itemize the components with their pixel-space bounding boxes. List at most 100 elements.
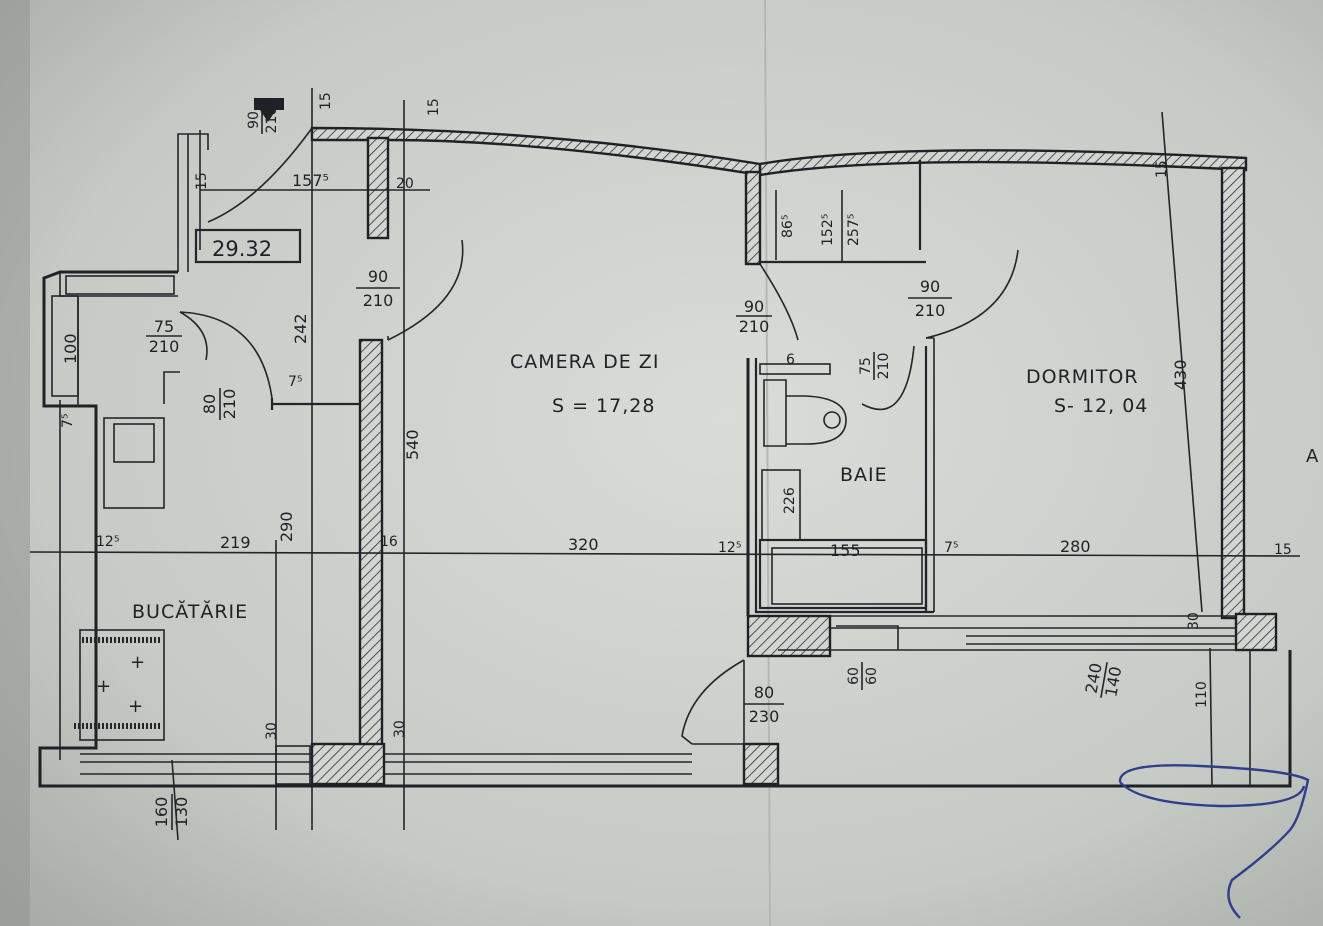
bath-left-door-swing (759, 263, 799, 341)
door-kitchen-label: 75 210 (146, 317, 182, 356)
dim-label: 7⁵ (944, 540, 959, 556)
dim-label: 290 (277, 511, 296, 542)
dim-label: 320 (568, 535, 599, 554)
window-small-width: 60 (846, 667, 862, 685)
door-entry-height: 210 (264, 107, 280, 134)
pen-scribble (1118, 764, 1310, 919)
burner-icon: + (128, 696, 143, 717)
window-small-height: 60 (864, 667, 880, 685)
kitchen-sink-basin (113, 423, 155, 463)
bedroom-name: DORMITOR (1026, 366, 1139, 388)
wall-right (1220, 166, 1246, 620)
door-bath-top-height: 210 (915, 301, 946, 320)
kitchen-name: BUCĂTĂRIE (132, 599, 248, 623)
dim-label: 30 (392, 720, 408, 738)
door-living-width: 90 (368, 267, 388, 286)
toilet-seat-icon (823, 411, 841, 429)
toilet-tank (763, 379, 787, 447)
door-bath-top-label: 90 210 (908, 277, 952, 320)
living-room-area: S = 17,28 (552, 395, 655, 417)
window-small-label: 60 60 (846, 662, 880, 690)
paper-shadow-left (0, 0, 30, 926)
window-kitchen-lines (80, 753, 312, 775)
entry-arrow-icon (254, 98, 284, 122)
door-bath-inner-width: 75 (858, 357, 874, 375)
dim-label: 110 (1194, 681, 1210, 708)
dim-label: 86⁵ (780, 215, 796, 238)
dim-label: 15 (1274, 542, 1292, 558)
dimension-line-430 (1161, 111, 1203, 613)
kitchen-partition (163, 371, 180, 404)
door-living-height: 210 (363, 291, 394, 310)
door-bath-inner-height: 210 (876, 353, 892, 380)
window-bed-label: 240 140 (1082, 661, 1126, 698)
balcony-door-swing (681, 659, 745, 745)
toilet-bowl (786, 395, 847, 445)
dim-label: 20 (396, 176, 414, 192)
bath-inner-left (754, 358, 934, 614)
kitchen-stove (79, 629, 165, 741)
hall-door-swing (179, 311, 273, 399)
dim-label: 226 (782, 487, 798, 514)
dim-label: 15 (318, 92, 334, 110)
dim-label: 15 (1154, 160, 1170, 178)
wall-top-right (758, 149, 1248, 177)
burner-icon: + (130, 652, 145, 673)
outer-bottom-wall (40, 650, 1292, 788)
dim-label: 6 (786, 352, 795, 368)
dim-label: 152⁵ (820, 214, 836, 246)
door-bath-inner-label: 75 210 (858, 352, 892, 380)
wall-stub-entry (366, 136, 390, 240)
dimension-line-160 (171, 759, 179, 841)
door-entry-width: 90 (246, 111, 262, 129)
burner-icon: + (96, 676, 111, 697)
dim-label: 430 (1171, 359, 1190, 390)
dim-label: 15 (426, 98, 442, 116)
wall-living-left (358, 338, 384, 782)
bath-lavatory-shelf (759, 363, 831, 375)
dim-label: 30 (264, 722, 280, 740)
dim-label: 100 (61, 333, 80, 364)
kitchen-outline (38, 270, 312, 788)
window-kitchen-height: 130 (172, 797, 191, 828)
dim-label: 12⁵ (718, 540, 741, 556)
bedroom-area: S- 12, 04 (1054, 395, 1148, 417)
dim-label: 7⁵ (60, 413, 76, 428)
door-bath-left-label: 90 210 (736, 297, 772, 336)
door-kitchen-width: 75 (154, 317, 174, 336)
door-hall-label: 80 210 (200, 388, 239, 420)
bath-top-door-swing (925, 249, 1019, 339)
window-small-frame (836, 625, 899, 650)
dimension-line-110 (1209, 647, 1213, 787)
entry-door-swing (207, 127, 313, 223)
bathtub (758, 538, 928, 610)
dimension-line-horizontal (29, 551, 1301, 557)
fraction-bar (1100, 662, 1108, 698)
dim-label: 15 (194, 172, 210, 190)
living-room-name: CAMERA DE ZI (510, 351, 659, 373)
door-bath-left-width: 90 (744, 297, 764, 316)
door-bath-top-width: 90 (920, 277, 940, 296)
dim-label: 540 (403, 429, 422, 460)
dim-label: 16 (380, 534, 398, 550)
kitchen-door-swing (179, 311, 208, 361)
dim-label: 155 (830, 541, 861, 560)
door-hall-width: 80 (200, 394, 219, 414)
window-living-lines (384, 753, 692, 775)
bathtub-inner (771, 547, 923, 605)
door-balcony-width: 80 (754, 683, 774, 702)
dim-label: 12⁵ (96, 534, 119, 550)
wall-living-bottom (310, 742, 386, 786)
dim-label: 257⁵ (846, 214, 862, 246)
kitchen-sink (103, 417, 165, 509)
edge-letter: A (1306, 446, 1319, 467)
window-kitchen-label: 160 130 (152, 794, 191, 830)
pen-scribble-loop (1119, 781, 1306, 808)
window-kitchen-width: 160 (152, 797, 171, 828)
door-hall-height: 210 (220, 389, 239, 420)
door-living-label: 90 210 (356, 267, 400, 310)
total-area-label: 29.32 (212, 237, 272, 261)
wall-bed-corner (1234, 612, 1278, 652)
